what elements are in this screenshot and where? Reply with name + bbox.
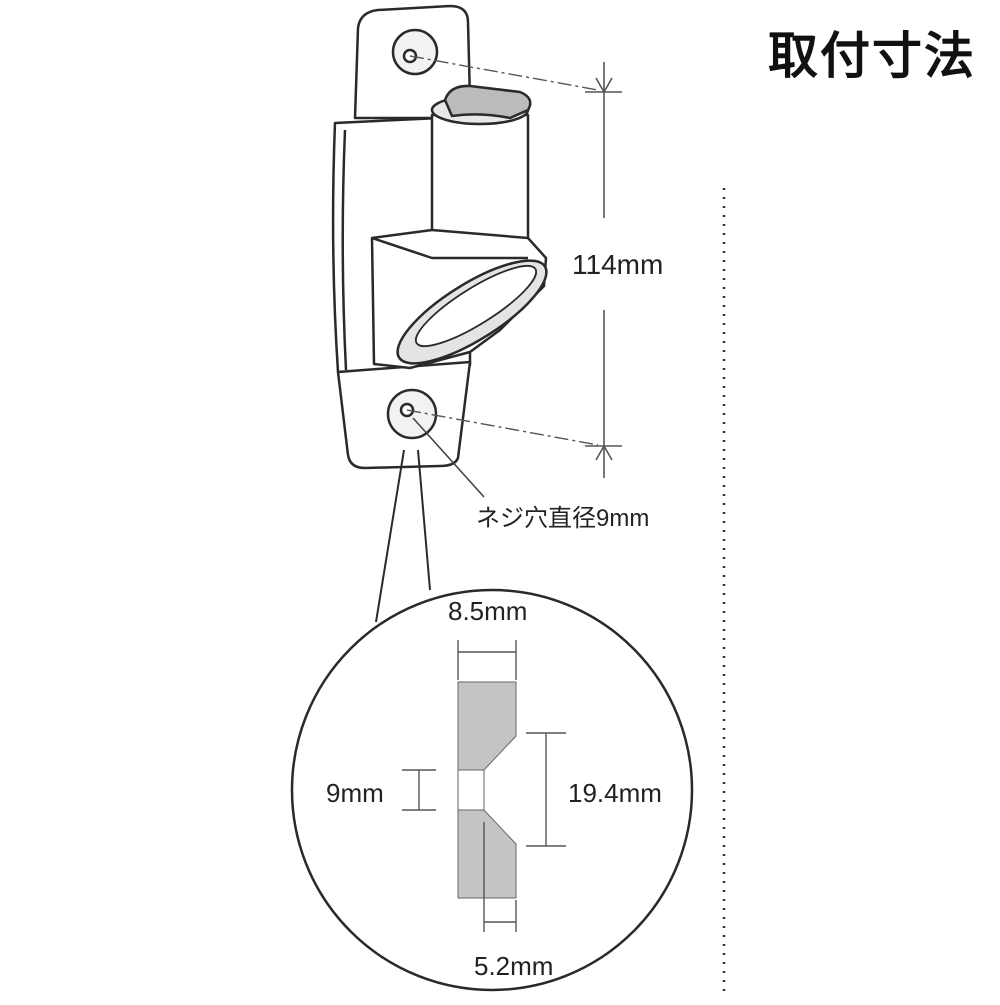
section-hole-gap bbox=[457, 769, 485, 811]
width-inner-dimension bbox=[483, 822, 517, 932]
callout-lines bbox=[375, 449, 431, 623]
width-outer-dimension bbox=[457, 640, 517, 680]
hole-label: 9mm bbox=[326, 778, 384, 808]
pipe-holder-top-clip bbox=[443, 84, 532, 120]
height-dimension bbox=[406, 55, 622, 478]
center-line-bottom bbox=[406, 409, 599, 446]
bracket-arm-inner-line bbox=[371, 236, 528, 260]
center-line-top bbox=[409, 55, 599, 91]
height-label: 114mm bbox=[572, 249, 663, 280]
height-arrow-top bbox=[595, 77, 613, 94]
pipe-opening-inner bbox=[414, 264, 538, 348]
counterbore-dimension bbox=[526, 732, 566, 847]
screw-hole-leader bbox=[412, 417, 485, 498]
height-arrow-bottom bbox=[595, 444, 613, 461]
counterbore-label: 19.4mm bbox=[568, 778, 662, 808]
pipe-holder-tube bbox=[430, 113, 530, 247]
magnified-section-circle bbox=[290, 588, 694, 992]
section-upper bbox=[457, 681, 517, 771]
screw-hole-label: ネジ穴直径9mm bbox=[476, 505, 649, 532]
width-inner-label: 5.2mm bbox=[474, 951, 553, 981]
width-outer-label: 8.5mm bbox=[448, 596, 527, 626]
hole-cross-section bbox=[457, 681, 517, 899]
bracket-inner-edge bbox=[341, 129, 348, 371]
hole-dimension bbox=[402, 769, 436, 811]
diagram-title: 取付寸法 bbox=[768, 27, 976, 85]
bracket-drawing bbox=[331, 4, 548, 470]
